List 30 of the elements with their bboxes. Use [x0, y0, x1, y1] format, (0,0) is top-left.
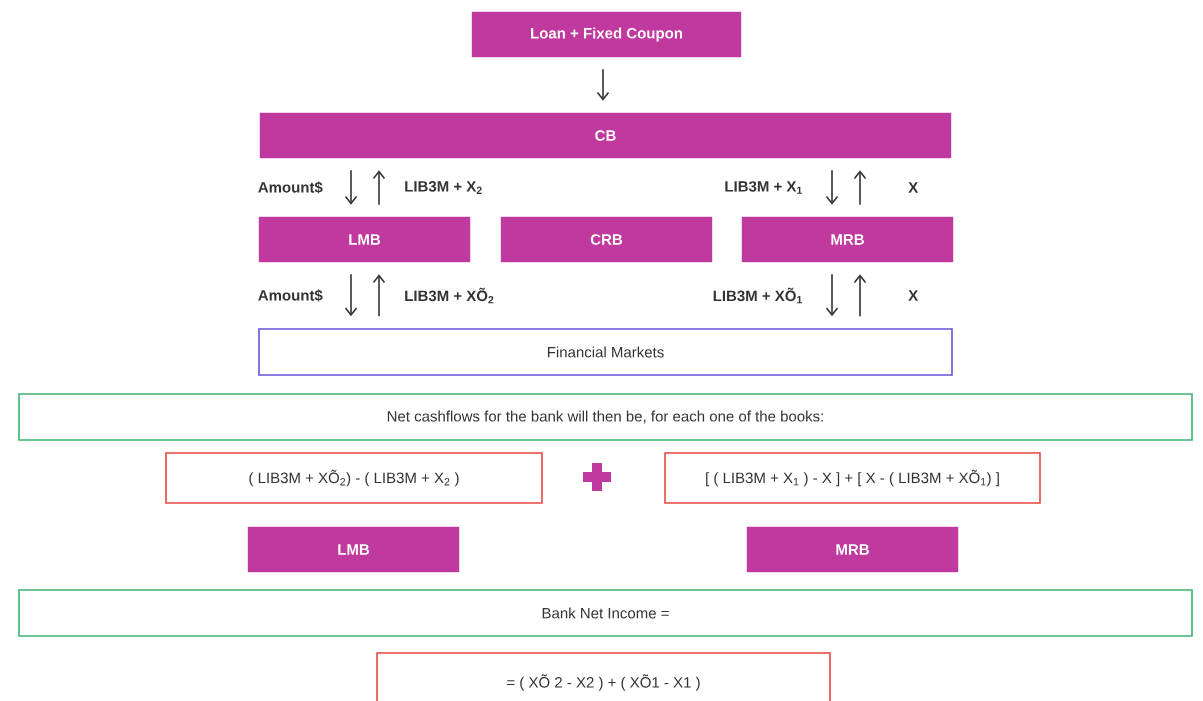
- process-box: LMB: [258, 216, 471, 263]
- formula-box: [ ( LIB3M + X$_{1}$ ) - X ] + [ X - ( LIB3M + XÕ$_{1}$) ]: [664, 452, 1041, 504]
- formula-box: = ( XÕ 2 - X2 ) + ( XÕ1 - X1 ): [376, 652, 831, 701]
- arrow: [825, 169, 839, 205]
- arrow: [853, 170, 867, 206]
- process-box: LMB: [247, 526, 460, 573]
- edge-label: X: [908, 290, 919, 301]
- arrow: [344, 273, 358, 317]
- text-box: Bank Net Income =: [18, 589, 1193, 637]
- process-box: CRB: [500, 216, 713, 263]
- arrow: [372, 274, 386, 317]
- arrow: [596, 68, 610, 101]
- process-box: MRB: [741, 216, 954, 263]
- arrow: [344, 169, 358, 205]
- edge-label: LIB3M + XÕ$_{1}$: [713, 287, 802, 304]
- edge-label: LIB3M + XÕ$_{2}$: [405, 287, 494, 304]
- edge-label: LIB3M + X$_{1}$: [725, 181, 802, 194]
- process-box: CB: [259, 112, 952, 159]
- process-box: MRB: [746, 526, 959, 573]
- edge-label: LIB3M + X$_{2}$: [405, 181, 482, 194]
- arrow: [372, 170, 386, 206]
- process-box: Loan + Fixed Coupon: [471, 11, 742, 58]
- text-box: Net cashflows for the bank will then be, for each one of the books:: [18, 393, 1193, 441]
- edge-label: Amount$: [258, 181, 323, 194]
- process-box: Financial Markets: [258, 328, 953, 376]
- arrow: [853, 274, 867, 317]
- arrow: [825, 273, 839, 317]
- formula-box: ( LIB3M + XÕ$_{2}$) - ( LIB3M + X$_{2}$ ): [165, 452, 543, 504]
- edge-label: X: [908, 182, 919, 193]
- edge-label: Amount$: [258, 289, 323, 302]
